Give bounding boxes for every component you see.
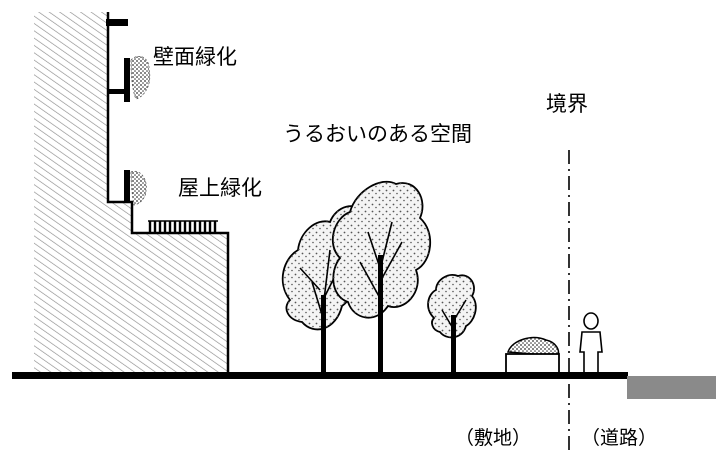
tree-small <box>427 274 477 375</box>
person-body <box>579 331 603 375</box>
tree-trunk <box>378 255 383 375</box>
tree-trunk <box>321 295 326 375</box>
ground-line <box>12 372 628 379</box>
wall-planter-arm-upper <box>108 89 128 94</box>
wall-planter-bracket-upper <box>124 58 130 102</box>
tree-dots <box>332 181 431 318</box>
tree-large-right <box>331 180 432 375</box>
building-outline <box>106 12 230 374</box>
roof-greening-plants <box>148 220 218 233</box>
wall-greenery-upper <box>130 56 151 100</box>
road-label: （道路） <box>581 427 657 449</box>
building-body <box>34 12 228 374</box>
wall-planter-bracket-lower <box>124 170 130 202</box>
top-ledge <box>106 19 128 26</box>
road-surface <box>627 376 716 399</box>
site-label: （敷地） <box>455 427 531 449</box>
person-head <box>583 312 599 330</box>
person-figure <box>579 312 603 375</box>
boundary-label: 境界 <box>546 92 588 116</box>
planter-shrub <box>506 336 560 357</box>
tree-dots <box>428 274 476 338</box>
building <box>34 12 230 374</box>
planter-box <box>505 336 560 375</box>
wall-greenery-lower <box>130 170 147 206</box>
wall-greening-label: 壁面緑化 <box>153 45 237 69</box>
roof-greening-label: 屋上緑化 <box>178 176 262 200</box>
pleasant-space-label: うるおいのある空間 <box>283 122 472 146</box>
planter-container <box>505 353 560 375</box>
tree-trunk <box>451 315 456 375</box>
